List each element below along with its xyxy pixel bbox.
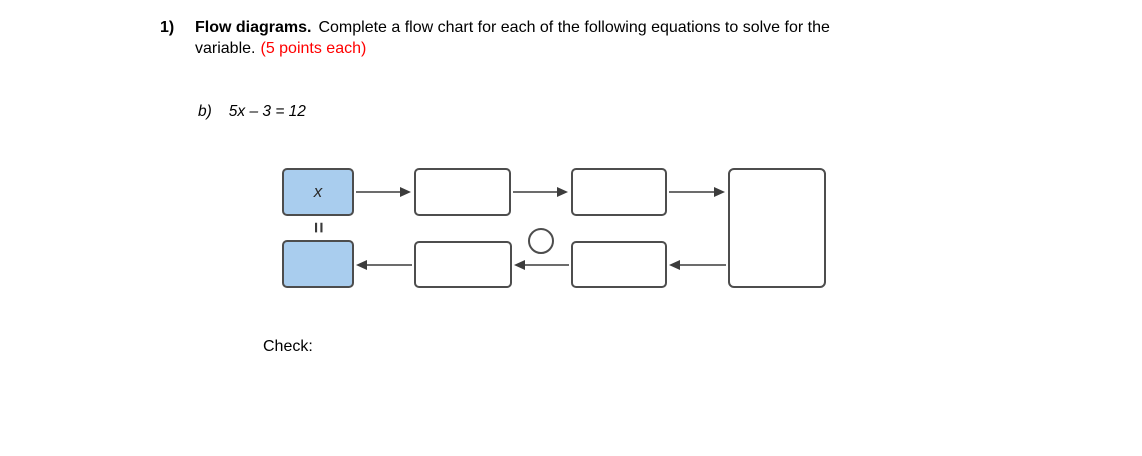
- question-line-1: Flow diagrams. Complete a flow chart for …: [195, 17, 830, 38]
- operation-circle[interactable]: [528, 228, 554, 254]
- question-instructions-cont: variable.: [195, 40, 256, 57]
- problem-statement: b) 5x – 3 = 12: [198, 102, 306, 122]
- question-heading: 1) Flow diagrams. Complete a flow chart f…: [160, 17, 830, 59]
- equals-sign: =: [307, 221, 329, 233]
- flow-box-result[interactable]: [728, 168, 826, 288]
- flow-box-step-2[interactable]: [571, 168, 667, 216]
- arrow-left-icon: [356, 260, 412, 270]
- question-text: Flow diagrams. Complete a flow chart for …: [195, 17, 830, 59]
- arrow-left-icon: [669, 260, 726, 270]
- question-number: 1): [160, 19, 175, 36]
- arrow-right-icon: [669, 187, 725, 197]
- problem-equation: 5x – 3 = 12: [228, 103, 306, 120]
- flow-box-step-1[interactable]: [414, 168, 511, 216]
- equals-symbol-rotated: =: [306, 217, 330, 237]
- problem-label: b): [198, 103, 212, 120]
- question-line-2: variable.(5 points each): [195, 38, 830, 59]
- arrow-left-icon: [514, 260, 569, 270]
- question-title: Flow diagrams.: [195, 19, 312, 36]
- flow-box-answer[interactable]: [282, 240, 354, 288]
- flow-box-variable: x: [282, 168, 354, 216]
- arrow-right-icon: [356, 187, 411, 197]
- check-label: Check:: [263, 338, 313, 355]
- flow-box-inverse-step-1[interactable]: [571, 241, 667, 288]
- arrow-right-icon: [513, 187, 568, 197]
- question-instructions: Complete a flow chart for each of the fo…: [318, 19, 830, 36]
- variable-label: x: [313, 182, 323, 201]
- points-note: (5 points each): [260, 40, 367, 57]
- flow-box-inverse-step-2[interactable]: [414, 241, 512, 288]
